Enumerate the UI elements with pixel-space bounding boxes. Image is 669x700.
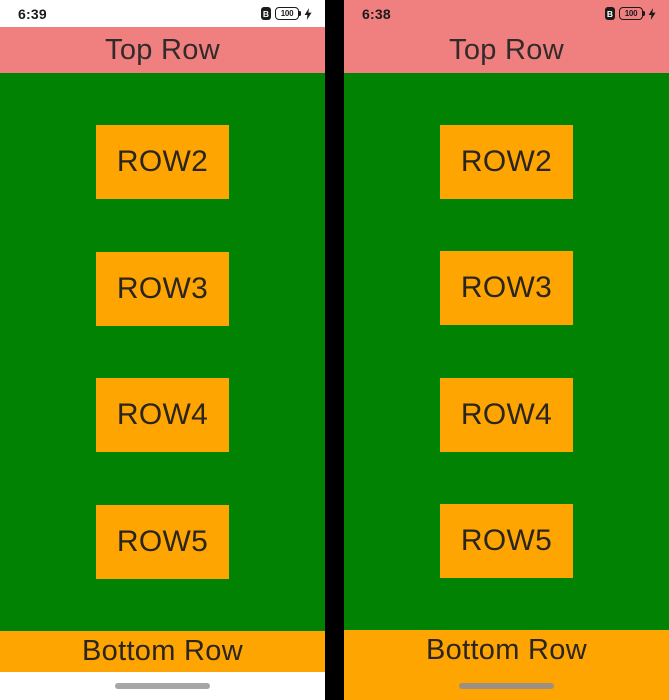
row5-button[interactable]: ROW5 — [96, 504, 229, 579]
left-content-area: ROW2 ROW3 ROW4 ROW5 — [0, 73, 325, 631]
left-navigation-bar — [0, 672, 325, 700]
battery-icon: 100 — [619, 7, 646, 20]
charging-bolt-icon — [648, 7, 656, 20]
row2-button[interactable]: ROW2 — [96, 125, 229, 200]
row3-button[interactable]: ROW3 — [96, 251, 229, 326]
status-icons: B 100 — [605, 7, 656, 20]
top-row[interactable]: Top Row — [0, 27, 325, 73]
battery-b-badge-icon: B — [261, 7, 271, 20]
right-navigation-bar — [344, 671, 669, 700]
bottom-row[interactable]: Bottom Row — [0, 631, 325, 672]
charging-bolt-icon — [304, 7, 312, 20]
row2-button[interactable]: ROW2 — [440, 125, 573, 200]
right-status-bar: 6:38 B 100 — [344, 0, 669, 27]
right-content-area: ROW2 ROW3 ROW4 ROW5 — [344, 73, 669, 630]
right-phone-screen: 6:38 B 100 Top Row ROW2 ROW3 ROW4 ROW5 B… — [344, 0, 669, 700]
clock-text: 6:38 — [362, 6, 391, 22]
clock-text: 6:39 — [18, 6, 47, 22]
gesture-handle[interactable] — [459, 682, 554, 689]
row3-button[interactable]: ROW3 — [440, 251, 573, 326]
battery-icon: 100 — [275, 7, 302, 20]
row4-button[interactable]: ROW4 — [440, 377, 573, 452]
right-footer-edge-to-edge: Bottom Row — [344, 630, 669, 700]
gesture-handle[interactable] — [115, 683, 210, 689]
left-phone-screen: 6:39 B 100 Top Row ROW2 ROW3 ROW4 ROW5 B… — [0, 0, 325, 700]
bottom-row[interactable]: Bottom Row — [426, 634, 587, 666]
left-status-bar: 6:39 B 100 — [0, 0, 325, 27]
right-header-edge-to-edge: 6:38 B 100 Top Row — [344, 0, 669, 73]
row4-button[interactable]: ROW4 — [96, 378, 229, 453]
top-row[interactable]: Top Row — [449, 33, 564, 66]
row5-button[interactable]: ROW5 — [440, 503, 573, 578]
battery-b-badge-icon: B — [605, 7, 615, 20]
status-icons: B 100 — [261, 7, 312, 20]
